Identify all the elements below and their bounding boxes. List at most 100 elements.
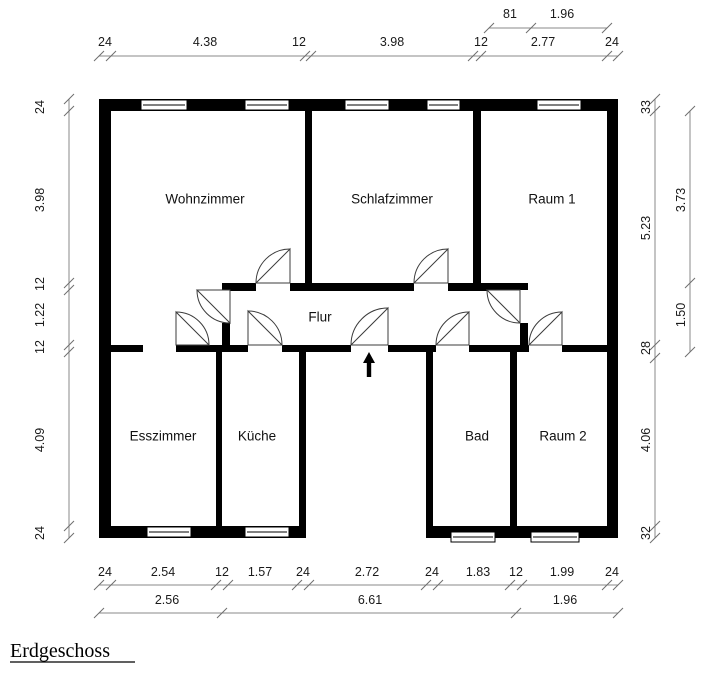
dim-tick-mark <box>612 579 624 591</box>
dim-tick-slash <box>305 50 317 62</box>
window-wohnzimmer-1 <box>140 99 188 111</box>
door-kueche-opening <box>248 345 282 352</box>
door-kueche-swing-arc <box>247 310 283 346</box>
dim-tick-slash <box>684 277 696 289</box>
window-raum2 <box>530 531 580 543</box>
dim-tick-mark <box>612 50 624 62</box>
dim-tick-mark <box>93 607 105 619</box>
dimension-top-outer-value-1: 1.96 <box>550 7 574 21</box>
inner-v-ess-kueche <box>216 352 222 532</box>
dimension-bottom-main-value-10: 24 <box>605 565 619 579</box>
dim-tick-slash <box>105 579 117 591</box>
door-flur-to-wohnzimmer-side <box>195 289 231 325</box>
dim-tick-slash <box>510 607 522 619</box>
window-raum1 <box>536 99 582 111</box>
dimension-top-main-value-1: 4.38 <box>193 35 217 49</box>
door-esszimmer <box>143 310 211 352</box>
dim-tick-slash <box>684 346 696 358</box>
dim-tick-mark <box>525 22 537 34</box>
dim-tick-mark <box>222 579 234 591</box>
room-label-schlafzimmer: Schlafzimmer <box>351 192 433 207</box>
dim-tick-mark <box>601 50 613 62</box>
flur-top <box>222 283 528 291</box>
dimension-left-main-value-2: 12 <box>33 277 47 291</box>
dim-tick-mark <box>216 607 228 619</box>
dimension-left-main-value-6: 24 <box>33 526 47 540</box>
door-raum2 <box>527 310 563 352</box>
dimension-left-main: 24 3.98 12 1.22 12 4.09 24 <box>33 93 75 544</box>
door-entry-flur-opening <box>351 345 388 352</box>
stair-wall-right <box>426 352 433 538</box>
door-schlafzimmer-to-flur-opening <box>414 283 448 291</box>
dim-tick-slash <box>612 607 624 619</box>
dimension-left-main-value-4: 12 <box>33 340 47 354</box>
dim-tick-slash <box>612 579 624 591</box>
dimension-bottom-main-value-3: 1.57 <box>248 565 272 579</box>
dim-tick-mark <box>475 50 487 62</box>
room-label-raum1: Raum 1 <box>528 192 575 207</box>
door-raum1-swing-arc <box>486 289 521 324</box>
stair-wall-left <box>299 352 306 538</box>
dim-tick-mark <box>612 607 624 619</box>
dimension-bottom-main-value-0: 24 <box>98 565 112 579</box>
dim-tick-mark <box>63 277 75 289</box>
dimension-right-inner-value-3: 4.06 <box>639 428 653 452</box>
window-esszimmer <box>146 526 192 538</box>
dim-tick-mark <box>649 93 661 105</box>
dimension-top-main-value-4: 12 <box>474 35 488 49</box>
dim-tick-mark <box>432 579 444 591</box>
dimension-left-main-value-5: 4.09 <box>33 428 47 452</box>
door-raum2-opening <box>529 345 562 352</box>
dimension-left-main-value-1: 3.98 <box>33 188 47 212</box>
outer-left <box>99 99 111 538</box>
door-esszimmer-leaf <box>175 310 211 346</box>
dimension-right-outer-value-1: 1.50 <box>674 303 688 327</box>
door-esszimmer-swing-arc <box>175 311 210 346</box>
dim-tick-slash <box>420 579 432 591</box>
dim-tick-mark <box>649 352 661 364</box>
door-wohnzimmer-to-flur-swing-arc <box>255 248 291 284</box>
dim-tick-mark <box>305 50 317 62</box>
dim-tick-mark <box>467 50 479 62</box>
dim-tick-slash <box>63 339 75 351</box>
dimension-right-outer-value-0: 3.73 <box>674 188 688 212</box>
dim-tick-mark <box>63 532 75 544</box>
dimension-bottom-outer-value-1: 6.61 <box>358 593 382 607</box>
dim-tick-slash <box>649 93 661 105</box>
door-kueche-leaf <box>247 309 284 346</box>
dimension-left-main-value-3: 1.22 <box>33 303 47 327</box>
dim-tick-mark <box>105 50 117 62</box>
dim-tick-mark <box>516 579 528 591</box>
dimension-top-main-value-3: 3.98 <box>380 35 404 49</box>
door-raum2-leaf <box>527 310 563 346</box>
dim-tick-slash <box>299 50 311 62</box>
dim-tick-slash <box>63 346 75 358</box>
page-title: Erdgeschoss <box>10 640 110 662</box>
dim-tick-mark <box>684 277 696 289</box>
inner-v-bad-raum2 <box>510 352 517 532</box>
dim-tick-mark <box>93 579 105 591</box>
dim-tick-mark <box>483 22 495 34</box>
dimension-bottom-main-value-8: 12 <box>509 565 523 579</box>
door-flur-to-wohnzimmer-side-swing-arc <box>196 289 231 324</box>
inner-v-wohn-schlaf <box>305 99 312 291</box>
dimension-bottom-main-value-4: 24 <box>296 565 310 579</box>
door-esszimmer-opening <box>143 345 176 352</box>
dim-tick-slash <box>504 579 516 591</box>
room-label-flur: Flur <box>308 310 332 325</box>
entry-direction-arrow <box>363 352 375 377</box>
dim-tick-mark <box>210 579 222 591</box>
dimension-right-outer: 3.73 1.50 <box>674 105 696 358</box>
dim-tick-slash <box>303 579 315 591</box>
dimension-left-main-value-0: 24 <box>33 100 47 114</box>
dim-tick-slash <box>63 93 75 105</box>
dimension-bottom-main-value-2: 12 <box>215 565 229 579</box>
dimension-top-outer-value-0: 81 <box>503 7 517 21</box>
dim-tick-mark <box>601 579 613 591</box>
window-bad <box>450 531 496 543</box>
door-wohnzimmer-to-flur-opening <box>256 283 290 291</box>
